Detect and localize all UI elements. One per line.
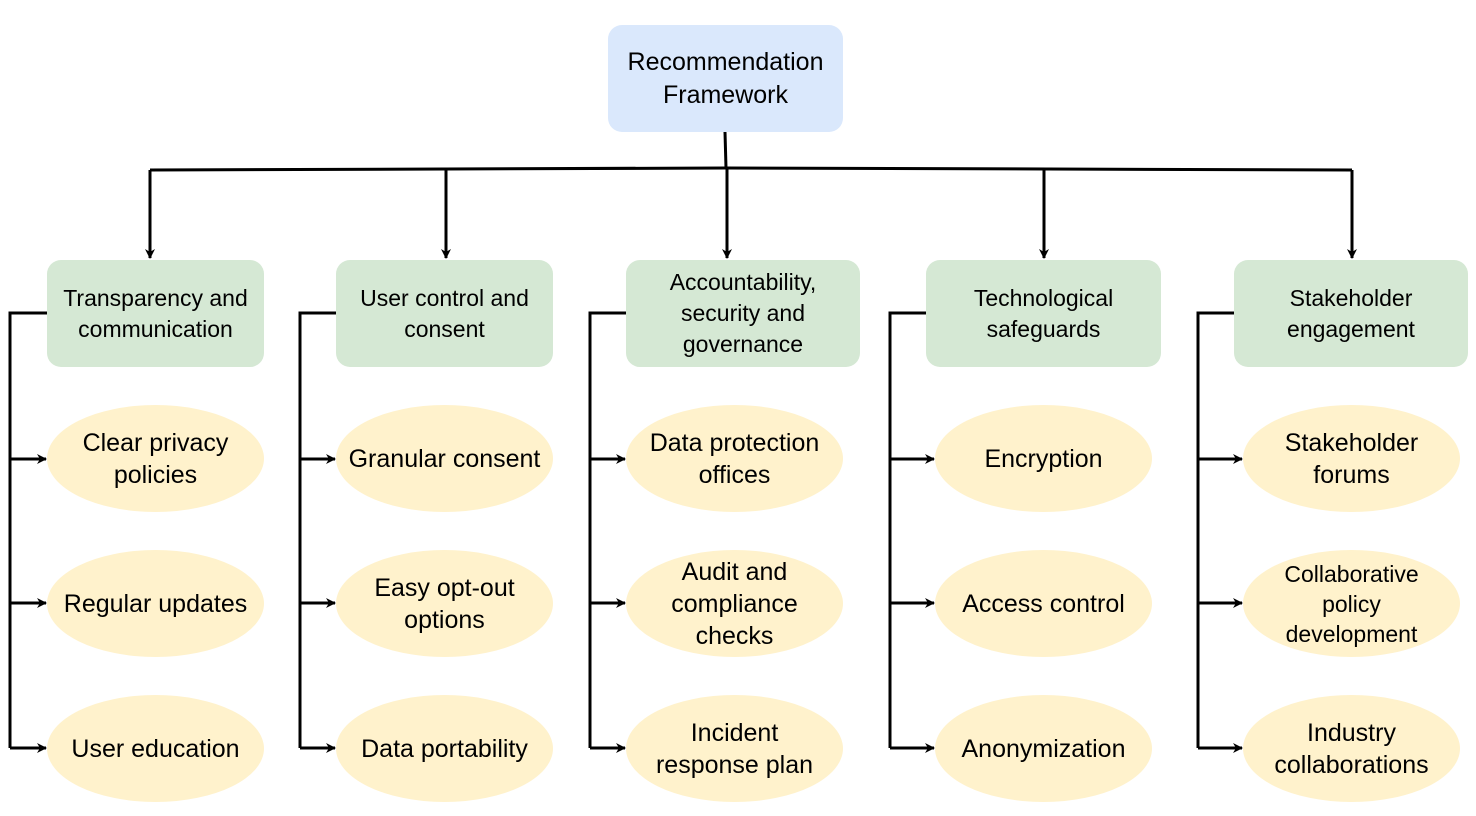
item-data-portability: Data portability	[336, 695, 553, 802]
item-anonymization: Anonymization	[935, 695, 1152, 802]
item-label: User education	[71, 734, 240, 763]
spine-connector-3	[588, 311, 626, 748]
spine-connector-1	[8, 311, 47, 748]
item-label: Data portability	[361, 734, 528, 763]
item-access-control: Access control	[935, 550, 1152, 657]
item-label: Regular updates	[63, 589, 248, 618]
trunk-connector	[723, 131, 728, 169]
item-label: Encryption	[984, 444, 1103, 473]
bus-connector	[149, 166, 1353, 172]
item-encryption: Encryption	[935, 405, 1152, 512]
item-label: Anonymization	[961, 734, 1126, 763]
item-label: Granular consent	[348, 444, 541, 473]
item-user-education: User education	[47, 695, 264, 802]
item-label: Access control	[962, 589, 1125, 618]
spine-connector-4	[888, 311, 926, 748]
spine-connector-2	[298, 311, 336, 748]
item-regular-updates: Regular updates	[47, 550, 264, 657]
spine-connector-5	[1196, 311, 1234, 748]
item-granular-consent: Granular consent	[336, 405, 553, 512]
